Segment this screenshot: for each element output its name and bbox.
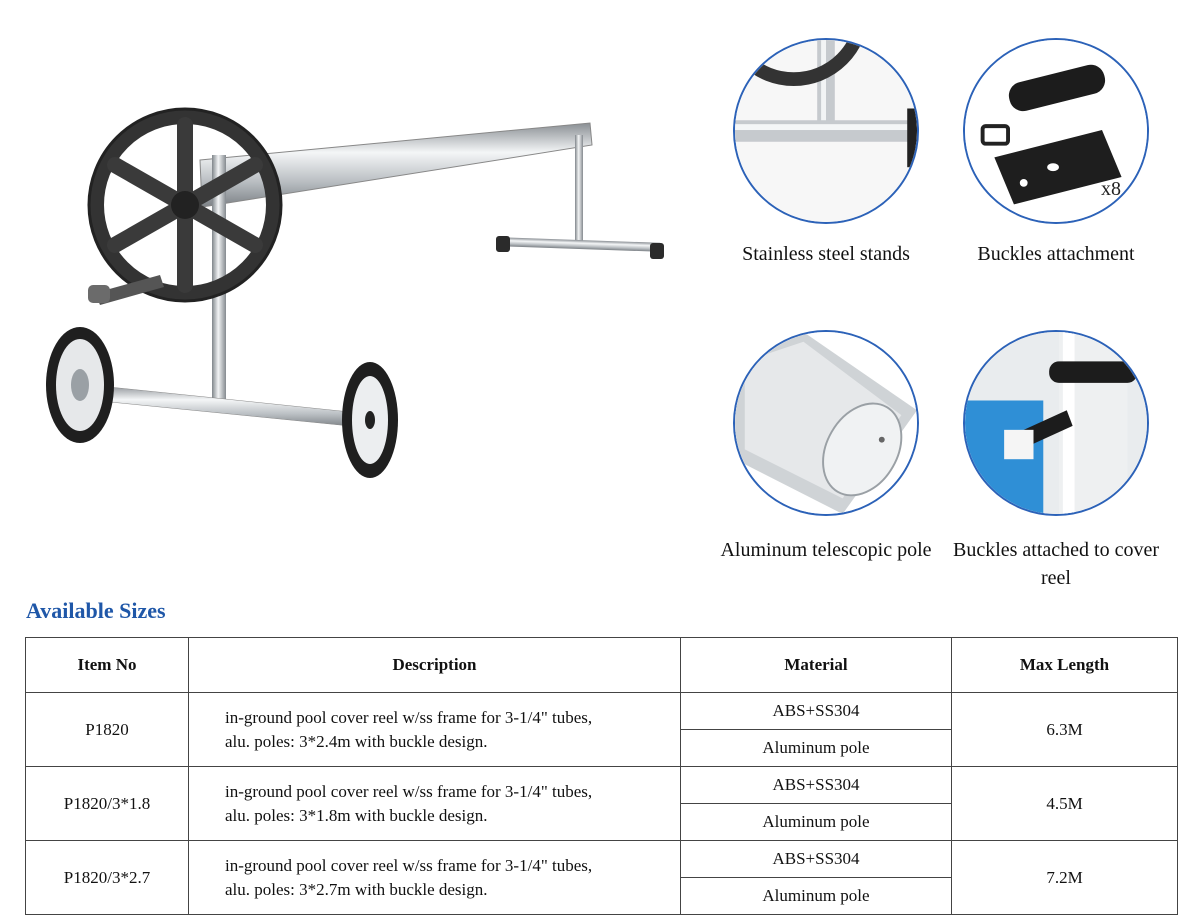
description-cell: in-ground pool cover reel w/ss frame for… (188, 840, 681, 915)
table-row: P1820/3*1.8 in-ground pool cover reel w/… (25, 766, 1178, 841)
description-line: in-ground pool cover reel w/ss frame for… (225, 781, 593, 801)
material-cell: Aluminum pole (680, 877, 952, 915)
max-length-cell: 6.3M (951, 692, 1178, 767)
table-header-row: Item No Description Material Max Length (25, 637, 1178, 693)
description-cell: in-ground pool cover reel w/ss frame for… (188, 766, 681, 841)
aluminum-pole-image (733, 330, 919, 516)
material-cell: ABS+SS304 (680, 692, 952, 730)
column-header-item-no: Item No (25, 637, 189, 693)
table-row: Aluminum pole (26, 877, 1178, 915)
table-row: P1820 in-ground pool cover reel w/ss fra… (25, 692, 1178, 767)
feature-caption: Buckles attached to cover reel (952, 539, 1160, 589)
column-header-material: Material (680, 637, 952, 693)
description-line: alu. poles: 3*2.7m with buckle design. (225, 879, 488, 899)
stainless-steel-stand-image (733, 38, 919, 224)
buckles-attachment-image: x8 (963, 38, 1149, 224)
description-line: alu. poles: 3*2.4m with buckle design. (225, 731, 488, 751)
quantity-badge: x8 (1101, 178, 1121, 200)
item-no-cell: P1820/3*1.8 (25, 766, 189, 841)
buckles-attached-image (963, 330, 1149, 516)
section-title: Available Sizes (26, 598, 166, 623)
table-row: Aluminum pole (26, 803, 1178, 841)
max-length-cell: 7.2M (951, 840, 1178, 915)
material-cell: Aluminum pole (680, 729, 952, 767)
table-row: P1820/3*2.7 in-ground pool cover reel w/… (25, 840, 1178, 915)
sizes-table: Item No Description Material Max Length … (25, 637, 1178, 915)
material-cell: Aluminum pole (680, 803, 952, 841)
table-row: Aluminum pole (26, 729, 1178, 767)
feature-caption: Buckles attachment (977, 243, 1135, 265)
feature-caption: Aluminum telescopic pole (720, 539, 932, 561)
description-cell: in-ground pool cover reel w/ss frame for… (188, 692, 681, 767)
item-no-cell: P1820 (25, 692, 189, 767)
column-header-description: Description (188, 637, 681, 693)
material-cell: ABS+SS304 (680, 840, 952, 878)
description-line: alu. poles: 3*1.8m with buckle design. (225, 805, 488, 825)
feature-caption: Stainless steel stands (742, 243, 910, 265)
material-cell: ABS+SS304 (680, 766, 952, 804)
column-header-max-length: Max Length (951, 637, 1178, 693)
description-line: in-ground pool cover reel w/ss frame for… (225, 707, 593, 727)
item-no-cell: P1820/3*2.7 (25, 840, 189, 915)
description-line: in-ground pool cover reel w/ss frame for… (225, 855, 593, 875)
max-length-cell: 4.5M (951, 766, 1178, 841)
pool-cover-reel-image (30, 95, 690, 515)
